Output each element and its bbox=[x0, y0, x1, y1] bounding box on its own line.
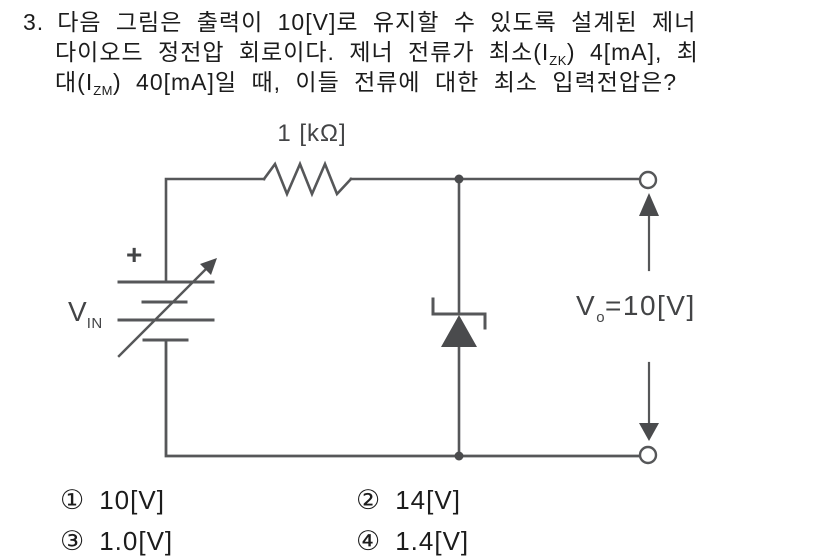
question-line-2: 다이오드 정전압 회로이다. 제너 전류가 최소(IZK) 4[mA], 최 bbox=[55, 40, 699, 73]
option-2-marker: ② bbox=[356, 485, 382, 515]
zener-cathode-bar bbox=[431, 297, 487, 330]
izm-subscript: ZM bbox=[93, 83, 113, 98]
vin-subscript: IN bbox=[86, 315, 103, 332]
output-arrowhead-down bbox=[639, 423, 659, 441]
vo-subscript: o bbox=[596, 309, 606, 326]
option-4-label: 1.4[V] bbox=[395, 526, 470, 556]
junction-dot-bottom bbox=[454, 451, 464, 461]
question-line-2-post: ) 4[mA], 최 bbox=[566, 39, 699, 65]
output-terminal-top bbox=[638, 170, 658, 190]
question-line-3-post: ) 40[mA]일 때, 이들 전류에 대한 최소 입력전압은? bbox=[113, 69, 677, 95]
izk-subscript: ZK bbox=[549, 53, 567, 68]
option-4-marker: ④ bbox=[356, 526, 382, 556]
vo-main: V bbox=[576, 290, 597, 321]
option-1-label: 10[V] bbox=[99, 485, 165, 515]
variable-arrow-shaft bbox=[117, 267, 208, 358]
resistor-value-label: 1 [kΩ] bbox=[277, 120, 347, 147]
option-3-marker: ③ bbox=[60, 526, 86, 556]
output-terminal-bottom bbox=[638, 445, 658, 465]
vo-value: =10[V] bbox=[605, 290, 696, 321]
question-line-2-pre: 다이오드 정전압 회로이다. 제너 전류가 최소(I bbox=[55, 39, 550, 65]
option-2[interactable]: ② 14[V] bbox=[356, 485, 461, 516]
wire-bottom bbox=[164, 338, 642, 458]
option-3[interactable]: ③ 1.0[V] bbox=[60, 526, 173, 557]
option-1-marker: ① bbox=[60, 485, 86, 515]
variable-arrowhead bbox=[200, 258, 217, 275]
option-4[interactable]: ④ 1.4[V] bbox=[356, 526, 469, 557]
question-number: 3. bbox=[23, 9, 45, 35]
input-voltage-label: VIN bbox=[68, 296, 103, 332]
option-2-label: 14[V] bbox=[395, 485, 461, 515]
battery-plus-sign: + bbox=[126, 239, 143, 270]
junction-dot-top bbox=[454, 174, 464, 184]
output-arrowhead-up bbox=[639, 193, 659, 216]
zener-anode-triangle bbox=[441, 315, 477, 347]
question-line-3-pre: 대(I bbox=[55, 69, 94, 95]
question-line-1-text: 다음 그림은 출력이 10[V]로 유지할 수 있도록 설계된 제너 bbox=[57, 9, 697, 35]
question-line-3: 대(IZM) 40[mA]일 때, 이들 전류에 대한 최소 입력전압은? bbox=[55, 70, 677, 103]
resistor-symbol bbox=[262, 160, 353, 198]
option-3-label: 1.0[V] bbox=[99, 526, 174, 556]
option-1[interactable]: ① 10[V] bbox=[60, 485, 165, 516]
question-line-1: 3. 다음 그림은 출력이 10[V]로 유지할 수 있도록 설계된 제너 bbox=[23, 10, 696, 34]
vin-main: V bbox=[68, 296, 87, 327]
wire-top-left bbox=[164, 177, 266, 284]
output-voltage-label: Vo=10[V] bbox=[576, 290, 696, 326]
